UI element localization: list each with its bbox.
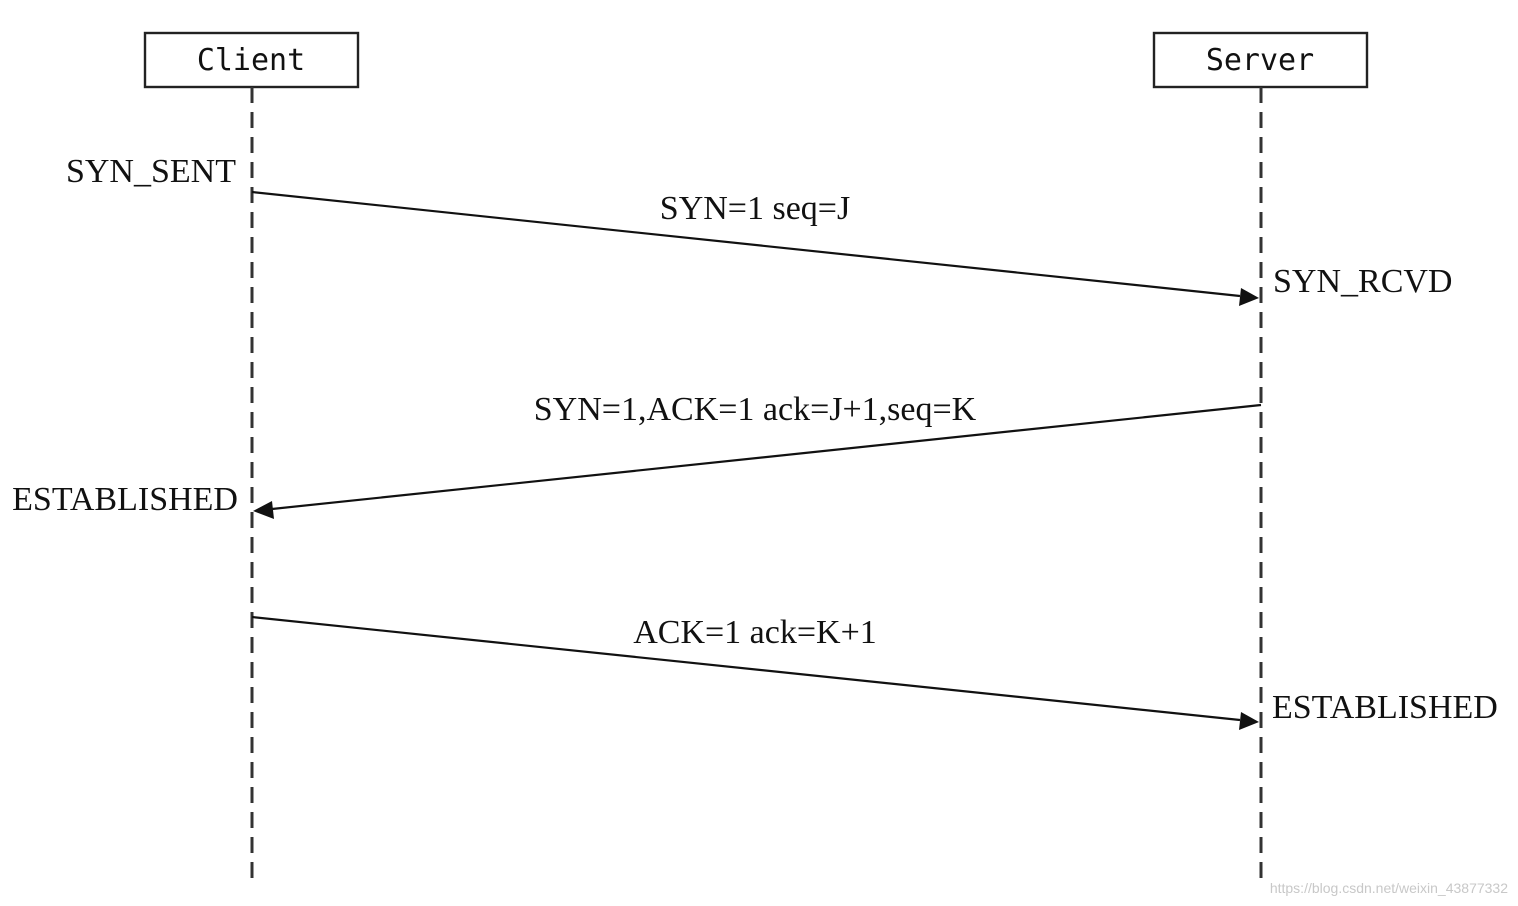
syn-label: SYN=1 seq=J — [660, 190, 850, 227]
message-syn-ack: SYN=1,ACK=1 ack=J+1,seq=K — [253, 391, 1262, 519]
client-actor: Client — [143, 31, 360, 89]
client-state-established: ESTABLISHED — [12, 481, 238, 518]
server-state-established: ESTABLISHED — [1272, 689, 1498, 726]
message-syn: SYN=1 seq=J — [251, 190, 1259, 306]
syn-ack-label: SYN=1,ACK=1 ack=J+1,seq=K — [534, 391, 977, 428]
server-box — [1152, 31, 1369, 89]
syn-ack-arrowhead — [253, 501, 274, 519]
syn-arrowhead — [1239, 288, 1259, 306]
watermark-text: https://blog.csdn.net/weixin_43877332 — [1270, 880, 1508, 896]
syn-arrow-line — [251, 190, 1241, 298]
syn-ack-arrow-line — [271, 403, 1262, 511]
server-actor: Server — [1152, 31, 1369, 89]
server-state-syn-rcvd: SYN_RCVD — [1273, 263, 1452, 300]
message-ack: ACK=1 ack=K+1 — [251, 614, 1259, 730]
client-state-syn-sent: SYN_SENT — [66, 153, 236, 190]
server-label: Server — [1206, 43, 1314, 78]
ack-label: ACK=1 ack=K+1 — [633, 614, 877, 651]
client-box — [143, 31, 360, 89]
client-label: Client — [197, 43, 305, 78]
ack-arrow-line — [251, 615, 1241, 722]
ack-arrowhead — [1239, 712, 1259, 730]
